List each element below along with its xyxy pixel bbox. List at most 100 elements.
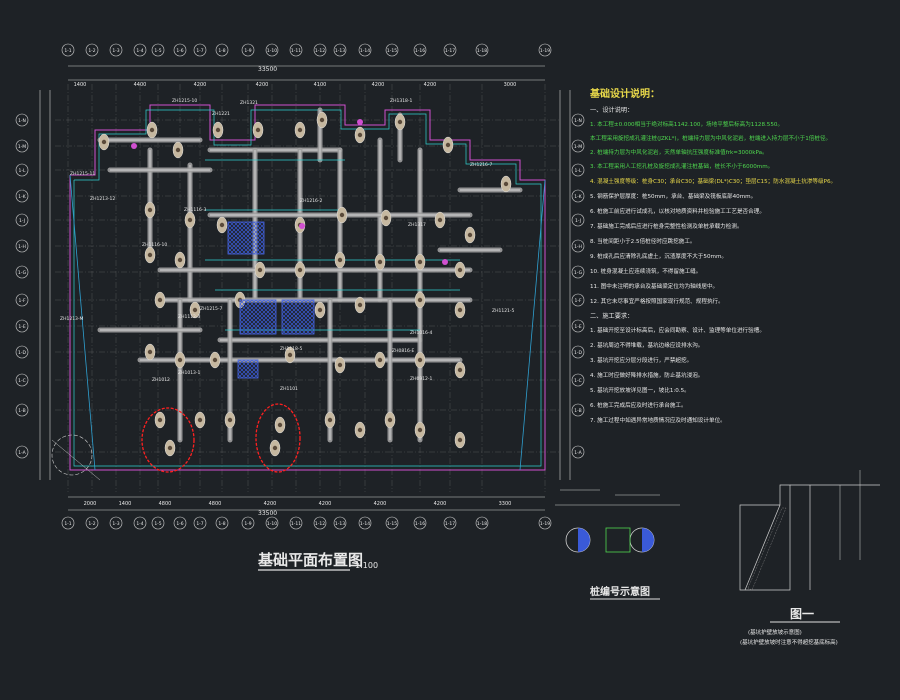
axis-label: 1-6 bbox=[176, 521, 183, 527]
axis-label: 1-10 bbox=[267, 521, 277, 527]
pile-label: ZH1216-7 bbox=[470, 162, 493, 168]
axis-bubble bbox=[265, 516, 279, 530]
axis-label: 1-1 bbox=[64, 48, 71, 54]
axis-label: 1-2 bbox=[88, 48, 95, 54]
pile bbox=[467, 232, 473, 238]
note-line: 1. 本工程±0.000相当于绝对标高1142.100，场地平整后标高为1128… bbox=[590, 120, 783, 128]
axis-bubble bbox=[313, 516, 327, 530]
note-line: 9. 桩成孔后应清除孔底虚土，沉渣厚度不大于50mm。 bbox=[590, 252, 727, 260]
pile bbox=[319, 117, 325, 123]
pile-label: ZH1013-1 bbox=[178, 370, 201, 376]
pile bbox=[457, 267, 463, 273]
dimension-value: 2000 bbox=[84, 501, 97, 507]
axis-bubble bbox=[15, 293, 29, 307]
pile-marker bbox=[299, 223, 305, 229]
dimension-value: 4200 bbox=[264, 501, 277, 507]
pile bbox=[255, 127, 261, 133]
pile bbox=[215, 127, 221, 133]
axis-bubble bbox=[109, 43, 123, 57]
pile bbox=[377, 259, 383, 265]
pile bbox=[327, 417, 333, 423]
note-line: 5. 钢筋保护层厚度：桩50mm，承台、基础梁及筏板底部40mm。 bbox=[590, 192, 756, 200]
axis-label: 1-7 bbox=[196, 48, 203, 54]
note-line: 7. 施工过程中如遇异常地质情况应及时通知设计单位。 bbox=[590, 416, 726, 424]
axis-label: 1-K bbox=[574, 194, 582, 200]
notes-section-2: 二、施工要求： bbox=[590, 312, 633, 320]
pile-label: ZH1215-10 bbox=[172, 98, 197, 104]
note-line: 3. 本工程采用人工挖孔桩及旋挖成孔灌注桩基础，桩长不小于6000mm。 bbox=[590, 162, 773, 170]
axis-bubble bbox=[15, 113, 29, 127]
pile bbox=[387, 417, 393, 423]
axis-bubble bbox=[538, 516, 552, 530]
pile bbox=[457, 367, 463, 373]
notes-title: 基础设计说明： bbox=[589, 87, 660, 100]
dimension-value: 1400 bbox=[119, 501, 132, 507]
dimension-value: 4200 bbox=[434, 501, 447, 507]
pile bbox=[417, 357, 423, 363]
axis-bubble bbox=[571, 345, 585, 359]
pile bbox=[212, 357, 218, 363]
pile-label: ZH1216-2 bbox=[300, 198, 323, 204]
revision-clouds bbox=[141, 403, 301, 473]
axis-bubble bbox=[571, 163, 585, 177]
pile bbox=[317, 307, 323, 313]
slope-detail-caption-2: (基坑护壁放坡时注意不得超挖基底标高) bbox=[740, 638, 838, 646]
axis-label: 1-H bbox=[18, 244, 26, 250]
axis-label: 1-A bbox=[18, 450, 26, 456]
pile bbox=[192, 307, 198, 313]
axis-label: 1-15 bbox=[387, 48, 397, 54]
dimension-value: 3000 bbox=[504, 82, 517, 88]
dimension-value: 4200 bbox=[424, 82, 437, 88]
note-line: 5. 基坑开挖放坡详见图一，坡比1:0.5。 bbox=[590, 386, 690, 394]
axis-label: 1-G bbox=[574, 270, 583, 276]
axis-bubble bbox=[385, 516, 399, 530]
axis-label: 1-C bbox=[18, 378, 26, 384]
note-line: 2. 基坑周边不得堆载，基坑边缘应设排水沟。 bbox=[590, 341, 703, 349]
axis-label: 1-A bbox=[574, 450, 582, 456]
pile bbox=[147, 252, 153, 258]
note-line: 7. 基础施工完成后应进行桩身完整性检测及单桩承载力检测。 bbox=[590, 222, 743, 230]
pile bbox=[417, 259, 423, 265]
axis-bubble bbox=[133, 516, 147, 530]
pile-label: ZH1318-1 bbox=[390, 98, 413, 104]
pile bbox=[167, 445, 173, 451]
axis-label: 1-L bbox=[575, 168, 582, 174]
axis-bubble bbox=[173, 516, 187, 530]
pile bbox=[377, 357, 383, 363]
axis-label: 1-13 bbox=[335, 521, 345, 527]
plan-scale: 1:100 bbox=[355, 561, 378, 570]
pile-label: ZH1012 bbox=[152, 377, 170, 383]
top-axis-bubbles: 1-11-11-21-21-31-31-41-41-51-51-61-61-71… bbox=[61, 43, 552, 530]
pile-caps bbox=[98, 111, 512, 457]
pile-label: ZH1321 bbox=[240, 100, 258, 106]
pile-marker bbox=[357, 119, 363, 125]
pile bbox=[272, 445, 278, 451]
pile bbox=[227, 417, 233, 423]
axis-bubble bbox=[15, 345, 29, 359]
pile-label: ZH1213-M bbox=[60, 316, 84, 322]
axis-label: 1-11 bbox=[291, 521, 301, 527]
axis-bubble bbox=[571, 265, 585, 279]
axis-bubble bbox=[571, 239, 585, 253]
axis-label: 1-G bbox=[18, 270, 27, 276]
note-line: 6. 桩施工前应进行试成孔，以核对地质资料并检验施工工艺是否合理。 bbox=[590, 207, 765, 215]
axis-bubble bbox=[133, 43, 147, 57]
dimension-value: 4200 bbox=[194, 82, 207, 88]
dimension-value: 4200 bbox=[319, 501, 332, 507]
note-line: 12. 其它未尽事宜严格按照国家现行规范、规程执行。 bbox=[590, 297, 724, 305]
slope-detail: 图一 (基坑护壁放坡示意图) (基坑护壁放坡时注意不得超挖基底标高) bbox=[739, 470, 880, 646]
axis-label: 1-5 bbox=[154, 48, 161, 54]
axis-label: 1-10 bbox=[267, 48, 277, 54]
pile-label: ZH1221 bbox=[212, 111, 230, 117]
building-outline bbox=[69, 104, 546, 471]
axis-label: 1-8 bbox=[218, 48, 225, 54]
axis-bubble bbox=[15, 189, 29, 203]
axis-bubble bbox=[571, 445, 585, 459]
axis-label: 1-18 bbox=[477, 521, 487, 527]
axis-bubble bbox=[571, 319, 585, 333]
axis-bubble bbox=[241, 516, 255, 530]
axis-label: 1-9 bbox=[244, 521, 251, 527]
